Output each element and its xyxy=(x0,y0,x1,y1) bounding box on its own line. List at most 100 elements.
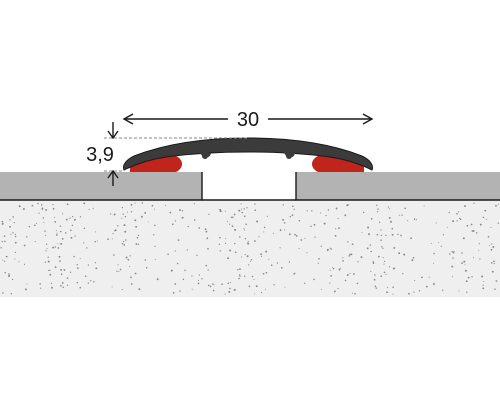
screed-speckle xyxy=(393,246,396,249)
screed-speckle xyxy=(464,205,466,208)
screed-speckle xyxy=(4,240,6,243)
screed-speckle xyxy=(490,226,492,228)
screed-speckle xyxy=(114,230,116,232)
screed-speckle xyxy=(37,202,39,205)
screed-speckle xyxy=(465,280,468,283)
screed-speckle xyxy=(400,234,402,237)
screed-speckle xyxy=(3,260,6,262)
screed-speckle xyxy=(348,255,351,257)
screed-speckle xyxy=(392,267,395,270)
screed-speckle xyxy=(86,247,88,249)
screed-speckle xyxy=(247,240,249,243)
screed-speckle xyxy=(12,216,14,218)
screed-speckle xyxy=(46,247,48,250)
screed-speckle xyxy=(323,222,326,225)
screed-speckle xyxy=(172,291,175,294)
screed-speckle xyxy=(376,204,378,206)
screed-speckle xyxy=(385,234,387,237)
screed-speckle xyxy=(79,286,82,289)
floor-panel-right xyxy=(296,172,500,200)
screed-speckle xyxy=(238,277,240,280)
screed-speckle xyxy=(293,208,295,210)
screed-speckle xyxy=(8,273,10,275)
screed-speckle xyxy=(9,225,12,228)
screed-speckle xyxy=(475,232,478,234)
screed-speckle xyxy=(412,256,415,259)
screed-speckle xyxy=(266,215,268,217)
screed-speckle xyxy=(49,269,51,271)
screed-speckle xyxy=(69,271,72,273)
screed-speckle xyxy=(482,284,484,286)
screed-speckle xyxy=(4,271,6,274)
screed-speckle xyxy=(221,283,223,286)
screed-speckle xyxy=(458,211,460,213)
screed-speckle xyxy=(370,270,372,272)
screed-speckle xyxy=(9,219,11,221)
screed-speckle xyxy=(260,255,262,257)
screed-speckle xyxy=(334,235,337,237)
screed-speckle xyxy=(283,222,286,224)
screed-speckle xyxy=(243,275,246,277)
screed-speckle xyxy=(344,214,347,217)
screed-speckle xyxy=(58,255,61,258)
screed-speckle xyxy=(335,207,338,210)
screed-speckle xyxy=(386,291,389,294)
screed-speckle xyxy=(14,251,17,254)
screed-speckle xyxy=(391,227,394,230)
screed-speckle xyxy=(231,225,234,227)
screed-speckle xyxy=(398,252,401,255)
screed-speckle xyxy=(446,226,448,228)
screed-speckle xyxy=(382,247,384,250)
screed-speckle xyxy=(495,204,497,207)
screed-speckle xyxy=(140,215,143,218)
screed-speckle xyxy=(47,260,50,263)
screed-speckle xyxy=(260,291,263,294)
screed-speckle xyxy=(361,231,363,233)
screed-speckle xyxy=(213,284,215,286)
screed-speckle xyxy=(60,284,62,287)
screed-speckle xyxy=(428,276,430,278)
screed-speckle xyxy=(207,284,210,287)
screed-speckle xyxy=(472,229,475,232)
screed-speckle xyxy=(456,212,458,215)
screed-speckle xyxy=(470,223,473,226)
screed-speckle xyxy=(62,286,65,289)
screed-speckle xyxy=(403,253,406,256)
screed-speckle xyxy=(369,244,372,246)
screed-speckle xyxy=(330,275,332,277)
screed-speckle xyxy=(219,208,222,211)
screed-speckle xyxy=(113,254,115,256)
screed-speckle xyxy=(451,265,454,268)
screed-speckle xyxy=(130,203,133,206)
screed-speckle xyxy=(130,276,132,279)
screed-speckle xyxy=(184,269,186,272)
screed-speckle xyxy=(77,267,79,269)
screed-speckle xyxy=(374,274,376,276)
screed-speckle xyxy=(59,230,62,233)
screed-speckle xyxy=(179,209,181,212)
screed-speckle xyxy=(380,275,383,278)
screed-speckle xyxy=(329,282,331,284)
screed-speckle xyxy=(248,264,250,266)
screed-speckle xyxy=(54,221,57,223)
screed-speckle xyxy=(372,261,374,263)
screed-speckle xyxy=(113,213,116,216)
screed-speckle xyxy=(112,232,114,235)
screed-speckle xyxy=(92,207,94,209)
screed-speckle xyxy=(383,260,386,262)
screed-speckle xyxy=(121,207,124,209)
screed-speckle xyxy=(282,218,285,221)
screed-speckle xyxy=(60,268,63,271)
screed-speckle xyxy=(123,224,126,227)
screed-speckle xyxy=(303,282,306,285)
screed-speckle xyxy=(325,214,327,217)
screed-speckle xyxy=(265,271,268,274)
screed-speckle xyxy=(497,203,499,205)
screed-speckle xyxy=(201,278,203,280)
screed-speckle xyxy=(385,273,387,276)
screed-speckle xyxy=(254,293,256,295)
screed-speckle xyxy=(153,234,155,236)
screed-speckle xyxy=(387,206,389,208)
screed-speckle xyxy=(338,268,341,271)
screed-speckle xyxy=(88,208,90,211)
